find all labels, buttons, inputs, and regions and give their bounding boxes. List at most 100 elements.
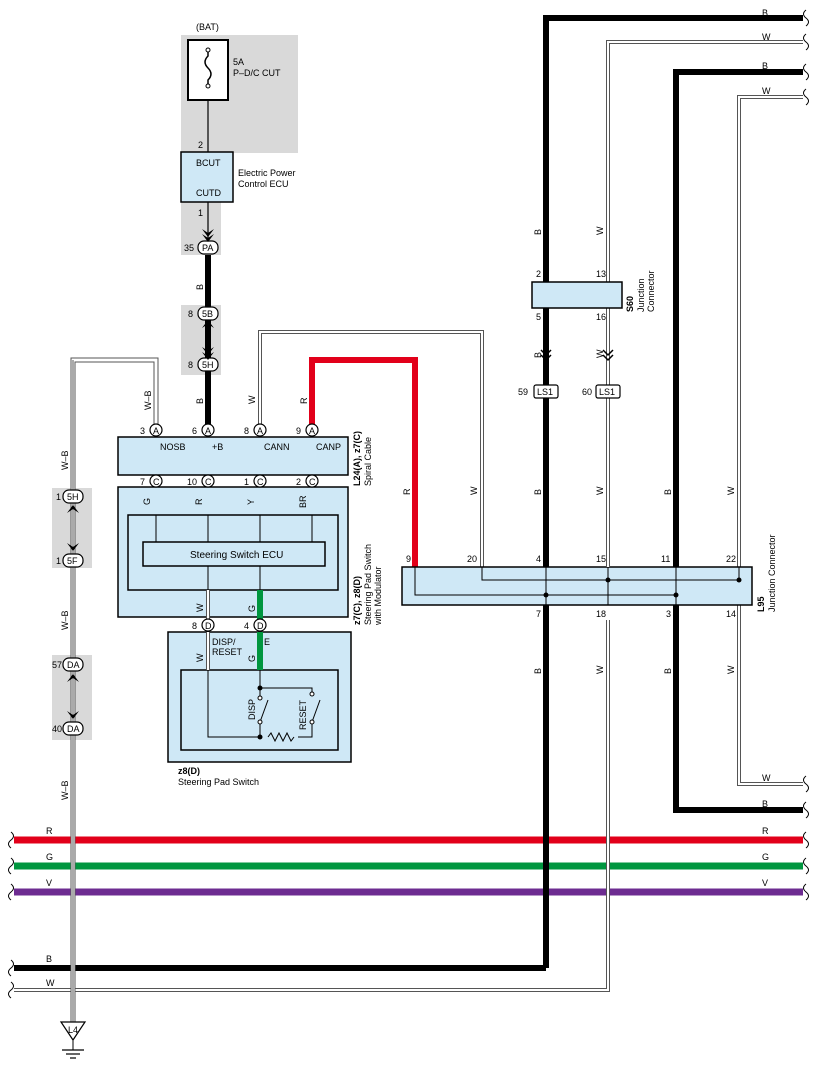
conn-pin: 57	[52, 660, 62, 670]
pad-mod-code: z7(C), z8(D)	[352, 576, 362, 625]
pa-id: PA	[202, 243, 213, 253]
ls1-id: LS1	[537, 387, 553, 397]
wire-label: G	[142, 498, 152, 505]
conn-pin: 1	[56, 556, 61, 566]
wire-label: W	[595, 349, 605, 358]
pad-pin: 7	[140, 477, 145, 487]
l95-pin: 20	[467, 554, 477, 564]
pad-pin: 2	[296, 477, 301, 487]
fuse-icon	[204, 50, 212, 86]
bus-label: W	[46, 978, 55, 988]
wire-label: W–B	[143, 390, 153, 410]
l95-pin: 14	[726, 609, 736, 619]
wire-label: G	[247, 655, 257, 662]
spiral-term: CANP	[316, 442, 341, 452]
sw-pin: 8	[192, 621, 197, 631]
bus-wire-w-inner	[14, 620, 609, 991]
ls1-pin: 60	[582, 387, 592, 397]
wire-label: B	[533, 352, 543, 358]
spiral-conn: A	[257, 426, 263, 436]
wire-label: B	[533, 229, 543, 235]
l95-pin: 15	[596, 554, 606, 564]
s60-name-2: Connector	[646, 270, 656, 312]
l95-pin: 7	[536, 609, 541, 619]
5h-left-connector	[62, 489, 84, 504]
wire-label-wb: W–B	[60, 610, 70, 630]
wire-b-main	[543, 15, 803, 968]
l95-name: Junction Connector	[767, 534, 777, 612]
pad-sw-code: z8(D)	[178, 766, 200, 776]
spiral-pin: 8	[244, 426, 249, 436]
epc-name-2: Control ECU	[238, 179, 289, 189]
bus-label: G	[46, 852, 53, 862]
spiral-conn: A	[309, 426, 315, 436]
wire-label: B	[195, 398, 205, 404]
wire-r-canp	[309, 357, 418, 568]
spiral-pin: 6	[192, 426, 197, 436]
fuse-rating: 5A	[233, 57, 244, 67]
ls1-id: LS1	[599, 387, 615, 397]
fuse-name: P–D/C CUT	[233, 68, 281, 78]
pad-conn: C	[309, 477, 316, 487]
5h-id: 5H	[202, 360, 214, 370]
5b-id: 5B	[202, 309, 213, 319]
pad-pin: 10	[187, 477, 197, 487]
bus-label: B	[762, 799, 768, 809]
ground-symbol	[59, 1021, 87, 1042]
l95-pin: 11	[661, 554, 670, 564]
l95-pin: 4	[536, 554, 541, 564]
wire-label: B	[663, 668, 673, 674]
s60-pin: 5	[536, 312, 541, 322]
wire-label: G	[247, 605, 257, 612]
spiral-conn: A	[153, 426, 159, 436]
s60-pin: 13	[596, 269, 606, 279]
sw-conn: D	[257, 621, 264, 631]
pad-mod-name-2: with Modulator	[373, 566, 383, 626]
bus-label: W	[762, 32, 771, 42]
epc-ecu-box	[180, 151, 234, 203]
steering-switch-ecu-box	[142, 541, 326, 567]
spiral-name: Spiral Cable	[363, 437, 373, 486]
wire-label: B	[663, 489, 673, 495]
spiral-conn: A	[205, 426, 211, 436]
s60-pin: 16	[596, 312, 606, 322]
bus-label: W	[762, 773, 771, 783]
sw-term: E	[264, 637, 270, 647]
s60-name-1: Junction	[636, 278, 646, 312]
sw-pin: 4	[244, 621, 249, 631]
bus-label: V	[762, 878, 768, 888]
l95-pin: 9	[406, 554, 411, 564]
s60-code: S60	[625, 296, 635, 312]
wire-label-wb: W–B	[60, 450, 70, 470]
ls1-connector-60	[595, 384, 621, 399]
ls1-connector-59	[533, 384, 559, 399]
conn-pin: 40	[52, 724, 62, 734]
pad-conn: C	[257, 477, 264, 487]
wire-label: W	[247, 395, 257, 404]
sw-conn: D	[205, 621, 212, 631]
spiral-term: CANN	[264, 442, 290, 452]
sw-reset-label: RESET	[298, 699, 308, 730]
s60-pin: 2	[536, 269, 541, 279]
switch-circuit	[207, 670, 321, 743]
conn-id: 5F	[67, 556, 78, 566]
da40-connector	[62, 721, 84, 736]
wire-label-wb: W–B	[60, 780, 70, 800]
pad-conn: C	[205, 477, 212, 487]
fuse-pin: 2	[198, 140, 203, 150]
pad-pin: 1	[244, 477, 249, 487]
wire-label: R	[194, 498, 204, 505]
l95-code: L95	[756, 596, 766, 612]
epc-pin-out: 1	[198, 208, 203, 218]
spiral-pin: 9	[296, 426, 301, 436]
bus-label: B	[46, 954, 52, 964]
bus-label: R	[46, 826, 53, 836]
wire-label: W	[195, 653, 205, 662]
wire-label: R	[299, 397, 309, 404]
bat-label: (BAT)	[196, 22, 219, 32]
wire-label: B	[533, 668, 543, 674]
bus-label: B	[762, 61, 768, 71]
pa-pin: 35	[184, 243, 194, 253]
wire-label: W	[195, 603, 205, 612]
